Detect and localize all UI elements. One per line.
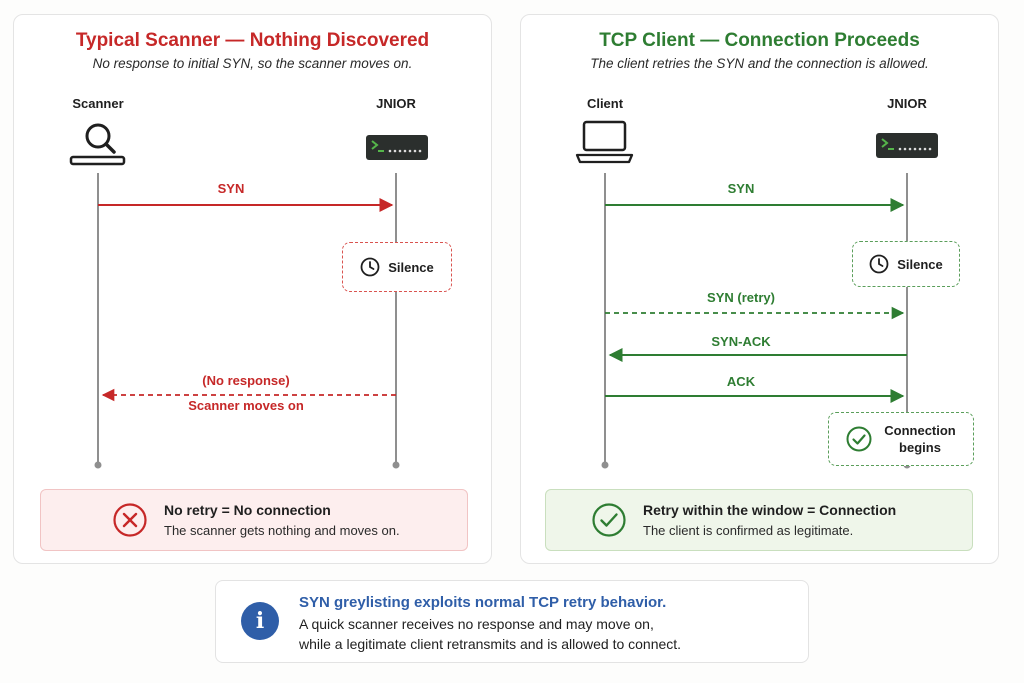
- info-callout: i SYN greylisting exploits normal TCP re…: [215, 580, 809, 663]
- jnior-device-icon: [366, 135, 428, 160]
- no-response-label: (No response): [202, 373, 290, 388]
- result-box-no-connection: No retry = No connection The scanner get…: [40, 489, 468, 551]
- sequence-diagram: [69, 123, 428, 469]
- moves-on-label: Scanner moves on: [188, 398, 304, 413]
- result-detail: The client is confirmed as legitimate.: [643, 523, 854, 538]
- sequence-diagram: [575, 120, 938, 469]
- ack-label: ACK: [726, 374, 756, 389]
- result-detail: The scanner gets nothing and moves on.: [164, 523, 400, 538]
- info-icon: i: [241, 602, 279, 640]
- clock-icon: [869, 254, 889, 274]
- magnifier-scanner-icon: [69, 123, 126, 166]
- panel-subtitle: The client retries the SYN and the conne…: [590, 56, 929, 71]
- check-circle-icon: [592, 503, 626, 537]
- silence-note: Silence: [852, 241, 960, 287]
- actor-label-jnior: JNIOR: [887, 96, 927, 111]
- syn-label: SYN: [727, 181, 755, 196]
- panel-title: Typical Scanner — Nothing Discovered: [75, 30, 430, 51]
- actor-label-scanner: Scanner: [72, 96, 124, 111]
- actor-label-jnior: JNIOR: [376, 96, 416, 111]
- scanner-panel: Typical Scanner — Nothing Discovered No …: [13, 14, 492, 564]
- syn-label: SYN: [217, 181, 245, 196]
- info-line: A quick scanner receives no response and…: [299, 616, 654, 632]
- info-line: while a legitimate client retransmits an…: [299, 636, 682, 652]
- lifeline-end-jnior: [392, 461, 400, 469]
- check-circle-icon: [846, 426, 872, 452]
- lifeline-end-client: [601, 461, 609, 469]
- clock-icon: [360, 257, 380, 277]
- panel-title: TCP Client — Connection Proceeds: [599, 30, 920, 51]
- client-panel: TCP Client — Connection Proceeds The cli…: [520, 14, 999, 564]
- syn-ack-label: SYN-ACK: [711, 334, 771, 349]
- connection-label-line: Connection: [884, 423, 956, 438]
- syn-retry-label: SYN (retry): [707, 290, 775, 305]
- connection-label-line: begins: [899, 440, 941, 455]
- result-heading: No retry = No connection: [164, 502, 331, 518]
- laptop-icon: [575, 120, 634, 164]
- x-circle-icon: [113, 503, 147, 537]
- connection-note: Connection begins: [828, 412, 974, 466]
- silence-note: Silence: [342, 242, 452, 292]
- info-heading: SYN greylisting exploits normal TCP retr…: [299, 594, 667, 611]
- result-box-connection: Retry within the window = Connection The…: [545, 489, 973, 551]
- lifeline-end-scanner: [94, 461, 102, 469]
- jnior-device-icon: [876, 133, 938, 158]
- silence-label: Silence: [388, 259, 434, 275]
- actor-label-client: Client: [586, 96, 624, 111]
- panel-subtitle: No response to initial SYN, so the scann…: [92, 56, 413, 71]
- silence-label: Silence: [897, 256, 943, 272]
- result-heading: Retry within the window = Connection: [643, 502, 897, 518]
